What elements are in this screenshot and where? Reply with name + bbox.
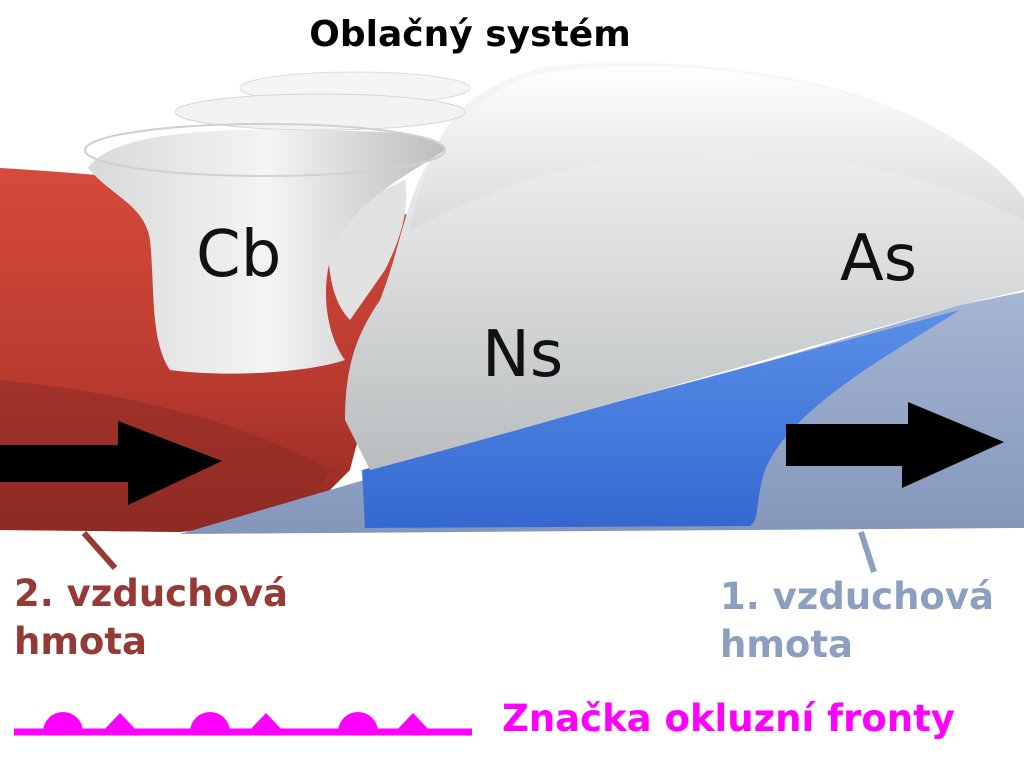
cb-anvil-rim: [84, 123, 446, 177]
pointer-air-mass-2: [81, 531, 118, 570]
cb-anvil-mid: [174, 93, 466, 131]
occluded-front-symbol: [14, 712, 472, 736]
legend-label: Značka okluzní fronty: [502, 697, 955, 740]
air-mass-2-label: 2. vzduchová hmota: [14, 570, 288, 666]
air-mass-2-line2: hmota: [14, 620, 147, 663]
arrow-left: [0, 421, 222, 505]
ns-as-cloud-top: [410, 65, 1024, 231]
cb-anvil: [88, 129, 445, 374]
pointer-air-mass-1: [858, 531, 877, 573]
cold-wedge: [362, 310, 960, 528]
cloud-label-as: As: [840, 222, 918, 296]
air-mass-1-label: 1. vzduchová hmota: [720, 573, 994, 669]
air-mass-1-line2: hmota: [720, 623, 853, 666]
air-mass-1-line1: 1. vzduchová: [720, 575, 994, 618]
cloud-label-cb: Cb: [196, 218, 282, 292]
air-mass-2-line1: 2. vzduchová: [14, 572, 288, 615]
diagram-title: Oblačný systém: [309, 14, 631, 55]
cloud-label-ns: Ns: [482, 318, 564, 392]
arrow-right: [786, 402, 1004, 488]
